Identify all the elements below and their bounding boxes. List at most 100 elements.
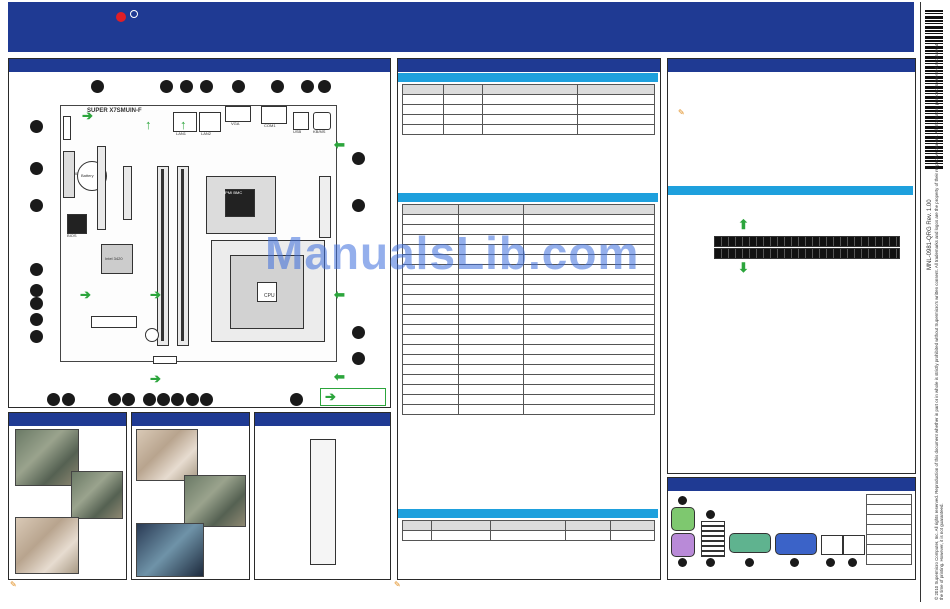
pin-header-diagram [310,439,336,565]
leds-table [402,520,655,541]
arrow-up-icon: ↑ [145,117,152,132]
arrow-right-icon: ➔ [82,108,93,123]
arrow-down-icon: ⬇ [738,260,749,275]
atx-power-connector [319,176,331,238]
callout-marker [91,80,104,93]
arrow-left-icon: ⬅ [334,287,345,302]
motherboard-diagram: SUPER X7SMUIN-F LAN1 LAN2 VGA COM1 USB K… [60,105,337,364]
arrow-right-icon: ➔ [150,287,161,302]
arrow-left-icon: ⬅ [334,369,345,384]
mouse-port-icon [671,507,695,531]
panel-jumper-pins [254,412,391,580]
jumpers-table [402,84,655,135]
callout-marker [271,80,284,93]
chipset-label: Intel 3420 [105,256,123,261]
callout-marker [706,558,715,567]
usb-ports-icon [701,521,725,557]
bios-label: BIOS [67,233,77,238]
pencil-icon: ✎ [394,580,401,589]
kbms-port [313,112,331,130]
header-connector [63,116,71,140]
com1-label: COM1 [264,123,276,128]
fan-header [145,328,159,342]
rear-io-legend-table [866,494,912,565]
vga-label: VGA [231,121,240,126]
callout-marker [30,199,43,212]
connectors-table [402,204,655,415]
cpu [257,282,277,302]
callout-marker [30,162,43,175]
usb-header [153,356,177,364]
watermark: ManualsLib.com [265,227,640,279]
section-bar-jumpers [398,73,658,82]
panel-title-bar [9,59,390,72]
board-model: X7SMUIN-F [109,108,142,114]
panel-title-bar [668,59,915,72]
cpu-heatsink-area [230,255,304,329]
doc-id: MNL-0981-QRG Rev. 1.00 [927,199,933,270]
photo-socket [15,429,79,486]
callout-marker [122,393,135,406]
usb-label: USB [293,129,302,134]
callout-marker [143,393,156,406]
photo-heatsink [184,475,246,527]
callout-marker [30,297,43,310]
panel-title-bar [132,413,249,426]
panel-title-bar [668,478,915,491]
dimm-slot-1a [714,236,900,247]
callout-marker [200,80,213,93]
callout-marker [301,80,314,93]
callout-marker [180,80,193,93]
arrow-right-icon: ➔ [150,371,161,386]
callout-marker [30,120,43,133]
battery-label: Battery [81,173,94,178]
pencil-icon: ✎ [678,108,685,117]
section-bar-leds [398,509,658,518]
lan2-label: LAN2 [201,131,212,136]
com1-port [261,106,287,124]
callout-marker [745,558,754,567]
callout-marker [826,558,835,567]
bmc-chip [225,189,255,217]
panel-memory [667,58,916,474]
vga-port [225,106,251,122]
right-margin-strip: MNL-0981-QRG Rev. 1.00 © 2010 Supermicro… [920,2,947,602]
callout-marker [290,393,303,406]
callout-marker [352,199,365,212]
callout-marker [706,510,715,519]
arrow-right-icon: ➔ [325,389,336,404]
panel-title-bar [398,59,660,72]
front-panel-header [91,316,137,328]
panel-heatsink-install [131,412,250,580]
callout-marker [47,393,60,406]
lan2-port-icon [843,535,865,555]
lan1-port [173,112,197,132]
callout-marker [352,352,365,365]
kbms-label: KB/MS [313,129,326,134]
callout-marker [186,393,199,406]
pci-slot [97,146,106,230]
dimm-slot-1a [157,166,169,346]
panel-cpu-install [8,412,127,580]
lan2-port [199,112,221,132]
lan1-label: LAN1 [176,131,187,136]
callout-marker [62,393,75,406]
arrow-up-icon: ⬆ [738,217,749,232]
photo-hand [15,517,79,574]
bmc-heatsink [206,176,276,234]
callout-marker [318,80,331,93]
dimm-slot-1b [177,166,189,346]
callout-marker [678,496,687,505]
section-bar-connectors [398,193,658,202]
cpu-label: CPU [264,293,275,299]
callout-marker [30,330,43,343]
panel-title-bar [255,413,390,426]
keyboard-port-icon [671,533,695,557]
usb-port [293,112,309,130]
callout-marker [848,558,857,567]
chipset [101,244,133,274]
logo-red-dot-icon [116,12,126,22]
vga-port-icon [775,533,817,555]
arrow-up-icon: ↑ [180,117,187,132]
callout-marker [157,393,170,406]
